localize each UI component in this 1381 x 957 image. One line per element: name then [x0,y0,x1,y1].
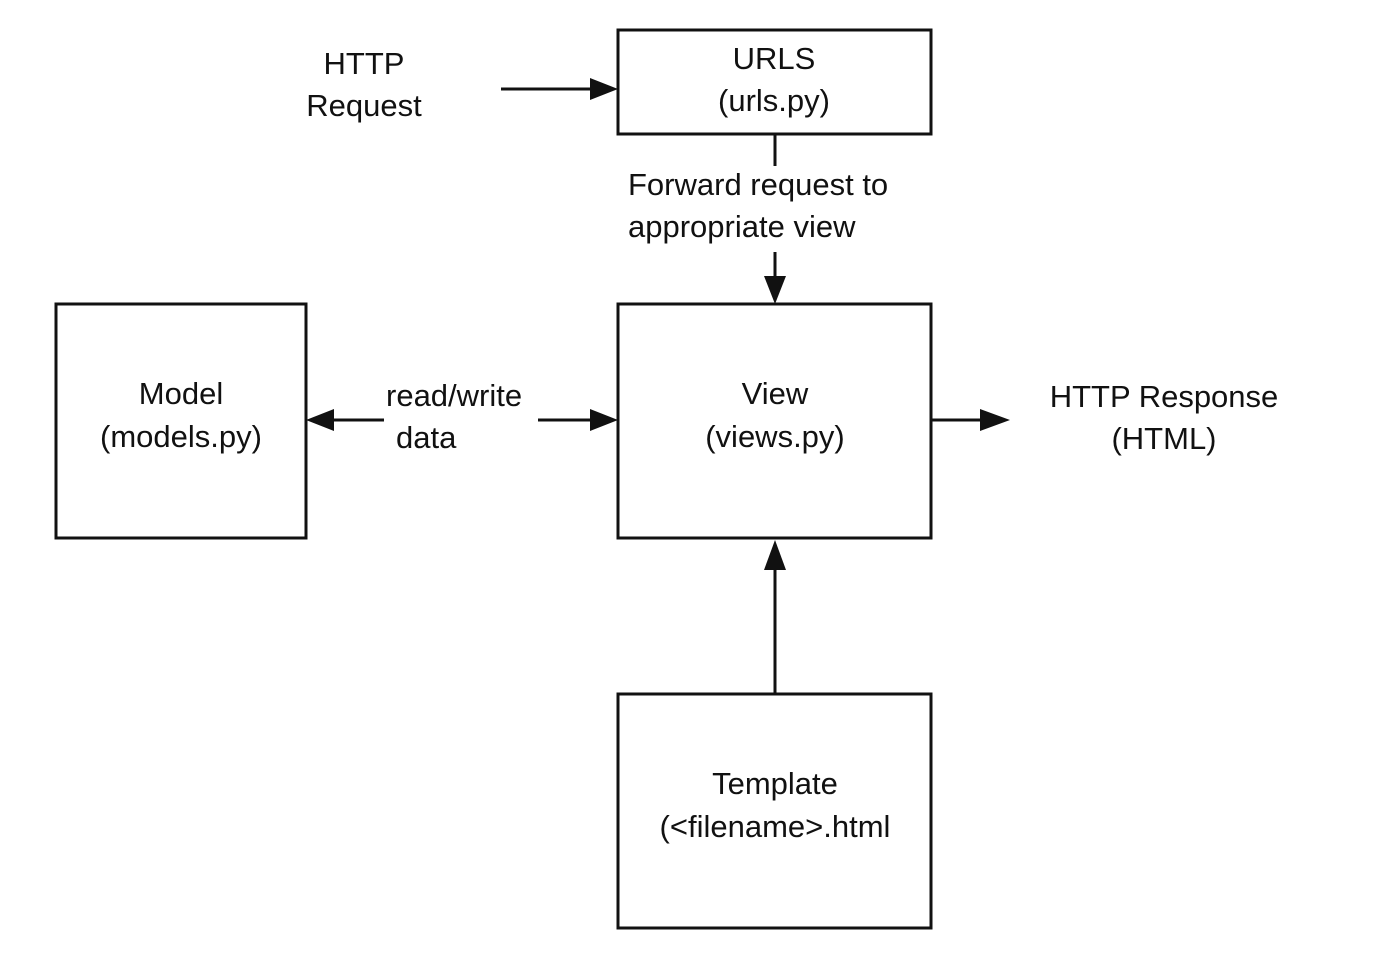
rw-to-model-arrowhead [306,409,334,431]
view-title: View [742,376,809,411]
request-to-urls-arrowhead [590,78,618,100]
rw-to-view-arrowhead [590,409,618,431]
read-write-label-line1: read/write [386,378,522,413]
read-write-label-line2: data [396,420,457,455]
view-filename: (views.py) [705,419,845,454]
http-response-label-line1: HTTP Response [1050,379,1279,414]
model-box [54,302,308,540]
template-to-view-arrowhead [764,540,786,570]
view-to-response-arrowhead [980,409,1010,431]
urls-box [616,28,933,136]
http-request-label-line2: Request [306,88,422,123]
template-filename: (<filename>.html [660,809,891,844]
template-title: Template [712,766,838,801]
urls-filename: (urls.py) [718,83,830,118]
template-box [616,692,933,930]
http-request-label-line1: HTTP [324,46,405,81]
urls-title: URLS [733,41,816,76]
http-response-label-line2: (HTML) [1111,421,1216,456]
forward-label-line1: Forward request to [628,167,888,202]
forward-label-line2: appropriate view [628,209,856,244]
model-title: Model [139,376,223,411]
view-box [616,302,933,540]
model-filename: (models.py) [100,419,262,454]
urls-to-view-arrowhead [764,276,786,304]
